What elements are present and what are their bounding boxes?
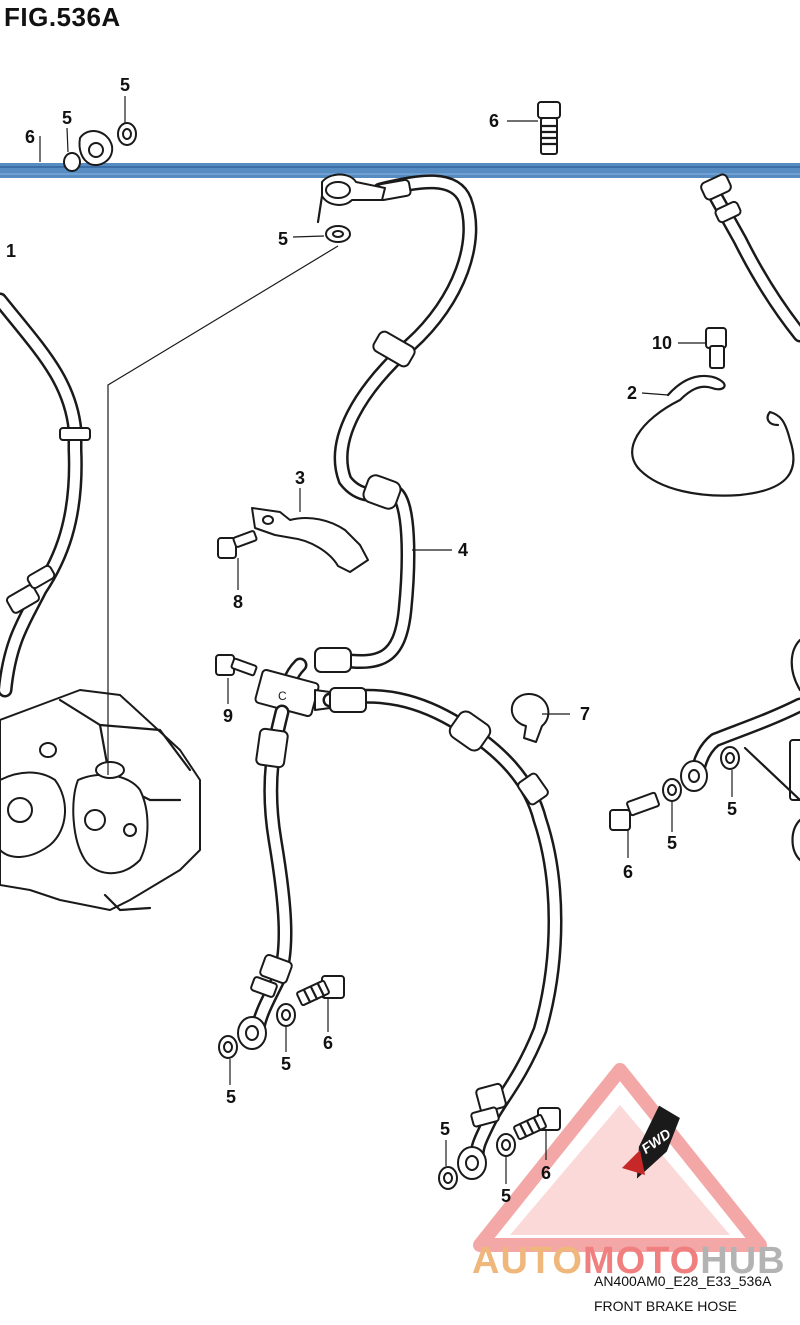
bolt-9 xyxy=(215,654,258,677)
hose-lower-right xyxy=(322,687,563,1168)
callout-label: 6 xyxy=(540,1163,552,1183)
callout-label: 2 xyxy=(626,383,638,403)
callout-label: 4 xyxy=(457,540,469,560)
clip-7 xyxy=(510,693,550,743)
top-banjo xyxy=(316,173,386,224)
callout-label: 8 xyxy=(232,592,244,612)
leader-lines xyxy=(39,96,733,1184)
banjo-bottom xyxy=(457,1146,487,1180)
hose-upper-right xyxy=(700,173,800,343)
callout-label: 6 xyxy=(24,127,36,147)
callout-label: 5 xyxy=(61,108,73,128)
watermark-auto: AUTO xyxy=(472,1240,583,1282)
callout-label: 5 xyxy=(439,1119,451,1139)
callout-label: 5 xyxy=(119,75,131,95)
callout-label: 5 xyxy=(500,1186,512,1206)
svg-text:C: C xyxy=(278,689,287,703)
callout-label: 3 xyxy=(294,468,306,488)
callout-label: 5 xyxy=(280,1054,292,1074)
watermark-text: AUTOMOTOHUB xyxy=(472,1240,786,1283)
scan-band xyxy=(0,163,800,178)
junction-block: C xyxy=(254,657,331,718)
callout-label: 7 xyxy=(579,704,591,724)
watermark-hub: HUB xyxy=(700,1240,786,1282)
hose-1 xyxy=(0,292,91,698)
hose-lower-left xyxy=(250,704,293,1036)
callout-label: 5 xyxy=(277,229,289,249)
figure-code: AN400AM0_E28_E33_536A xyxy=(594,1273,772,1289)
clamp-2 xyxy=(631,374,795,497)
callout-label: 6 xyxy=(322,1033,334,1053)
callout-label: 1 xyxy=(5,241,17,261)
fwd-badge xyxy=(622,1105,680,1179)
abs-unit xyxy=(0,689,201,912)
callout-label: 5 xyxy=(726,799,738,819)
watermark-triangle xyxy=(473,1063,767,1252)
banjo-right xyxy=(680,638,800,862)
callout-label: 6 xyxy=(488,111,500,131)
bracket-3 xyxy=(251,507,369,573)
figure-caption: FRONT BRAKE HOSE xyxy=(594,1298,737,1314)
callout-label: 6 xyxy=(622,862,634,882)
hose-4 xyxy=(314,174,478,673)
banjo-bolts xyxy=(78,101,660,1141)
bolt-10 xyxy=(705,327,727,369)
washers xyxy=(63,122,740,1190)
banjo-lower-left xyxy=(237,1016,267,1050)
bolt-8 xyxy=(217,530,258,559)
callout-label: 5 xyxy=(666,833,678,853)
callout-label: 5 xyxy=(225,1087,237,1107)
callout-label: 9 xyxy=(222,706,234,726)
callout-label: 10 xyxy=(651,333,673,353)
watermark-moto: MOTO xyxy=(582,1240,701,1282)
figure-title: FIG.536A xyxy=(4,2,121,32)
